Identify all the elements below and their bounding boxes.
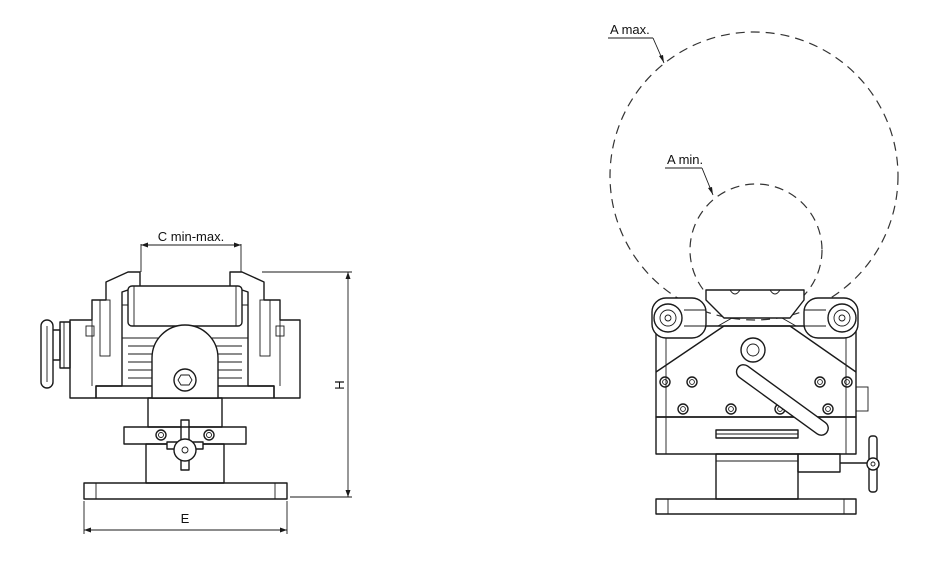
base-width-label: E — [181, 511, 190, 526]
v-block — [705, 289, 805, 319]
front-view: C min-max. H E — [40, 229, 352, 534]
base-plate — [83, 482, 288, 500]
diagonal-lock-lever[interactable] — [734, 337, 831, 438]
a-max-leader: A max. — [608, 22, 665, 64]
side-lever-handle[interactable] — [40, 319, 71, 389]
dimension-c: C min-max. — [140, 229, 242, 272]
side-view: A max. A min. — [608, 22, 899, 515]
a-max-label: A max. — [610, 22, 650, 37]
side-base-plate — [655, 498, 857, 515]
lock-lever-bar-icon[interactable] — [734, 362, 831, 438]
hex-socket-icon — [177, 374, 193, 386]
height-label: H — [332, 380, 347, 389]
dimension-h: H — [262, 271, 352, 498]
roller-left — [651, 297, 707, 339]
dimension-e: E — [83, 501, 288, 534]
a-min-circle — [689, 183, 823, 317]
c-range-label: C min-max. — [158, 229, 224, 244]
left-jaw-body — [69, 271, 141, 399]
workpiece — [127, 285, 243, 327]
roller-right — [803, 297, 859, 339]
star-knob-icon[interactable] — [166, 419, 204, 471]
tilt-plate — [151, 324, 219, 399]
a-min-label: A min. — [667, 152, 703, 167]
side-handwheel[interactable] — [797, 435, 880, 493]
right-jaw-body — [229, 271, 301, 399]
a-max-circle — [609, 31, 899, 321]
a-min-leader: A min. — [665, 152, 714, 196]
